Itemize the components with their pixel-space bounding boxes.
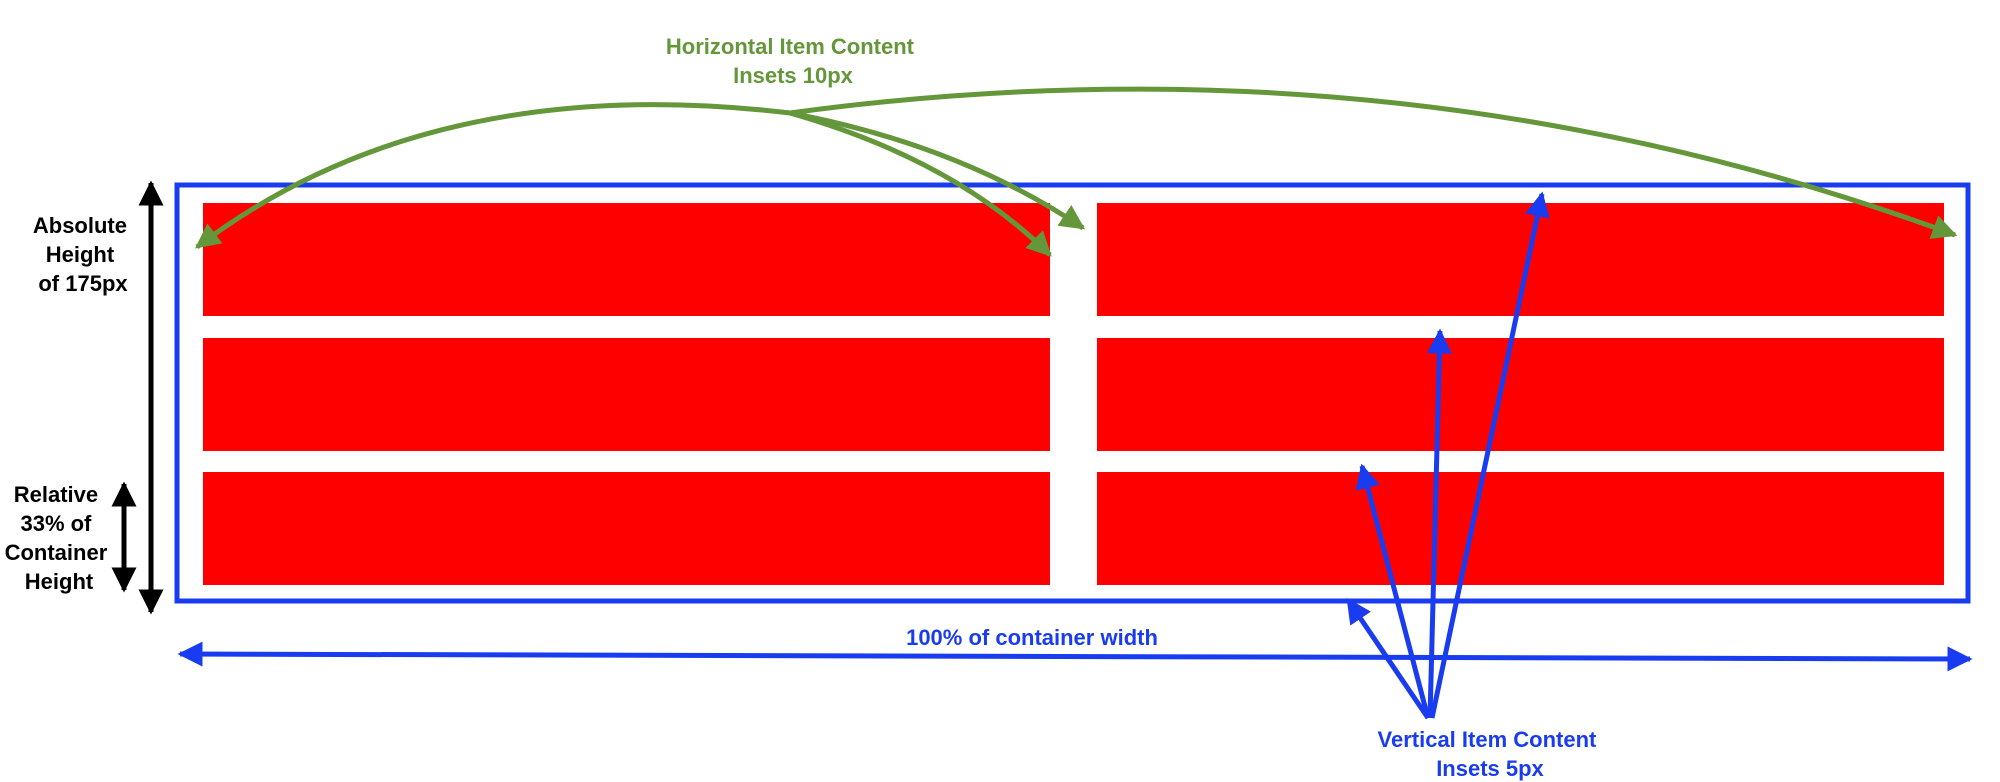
- blue-arrow: [1429, 191, 1550, 719]
- green-arrow: [195, 102, 791, 249]
- relative-height-label: Relative 33% of Container Height: [5, 482, 114, 594]
- item-cell: [203, 472, 1050, 585]
- item-cell: [203, 338, 1050, 451]
- green-arrow: [789, 86, 1958, 239]
- container-width-arrow: [177, 641, 1973, 672]
- green-arrow: [789, 110, 1086, 231]
- green-arrow: [789, 110, 1052, 257]
- item-cell: [1097, 472, 1944, 585]
- item-grid: [203, 203, 1944, 585]
- horizontal-inset-arrows: [195, 86, 1958, 257]
- container-width-label: 100% of container width: [906, 625, 1158, 650]
- item-cell: [1097, 338, 1944, 451]
- item-cell: [203, 203, 1050, 316]
- absolute-height-label: Absolute Height of 175px: [33, 213, 133, 296]
- vertical-insets-label: Vertical Item Content Insets 5px: [1378, 727, 1603, 781]
- blue-arrow: [1355, 463, 1431, 719]
- container-outline: [174, 182, 1971, 604]
- horizontal-insets-label: Horizontal Item Content Insets 10px: [666, 34, 920, 88]
